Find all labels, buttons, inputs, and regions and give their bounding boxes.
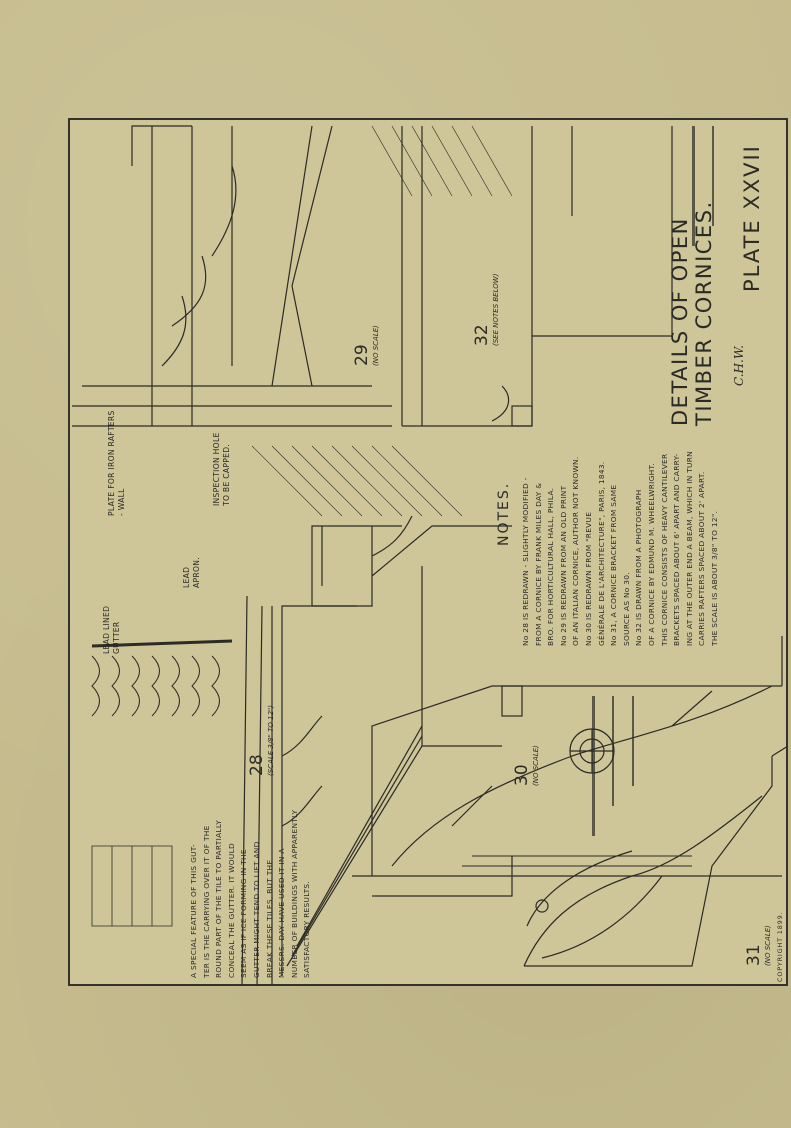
notes-heading: NOTES.	[496, 481, 512, 546]
notes-line: No 30 IS REDRAWN FROM "REVUE	[583, 511, 593, 646]
stipple-masonry	[592, 126, 714, 836]
notes-line: THIS CORNICE CONSISTS OF HEAVY CANTILEVE…	[659, 453, 669, 646]
notes-line: OF AN ITALIAN CORNICE, AUTHOR NOT KNOWN.	[571, 456, 581, 646]
callout-line: TO BE CAPPED.	[222, 443, 231, 506]
figure-scale: (NO SCALE)	[764, 925, 772, 966]
callout-line: INSPECTION HOLE	[212, 432, 221, 506]
notes-line: SOURCE AS No 30.	[621, 572, 631, 646]
lead-apron-callout: LEAD APRON.	[182, 557, 202, 588]
figure-number: 31	[744, 944, 764, 966]
plate-rafters-callout: PLATE FOR IRON RAFTERS - WALL	[107, 410, 127, 516]
plate-number: PLATE XXVII	[740, 144, 764, 292]
plate-frame: A SPECIAL FEATURE OF THIS GUT- TER IS TH…	[68, 118, 788, 986]
figure-29-label: 29 (NO SCALE)	[352, 325, 380, 366]
figure-scale: (NO SCALE)	[372, 325, 380, 366]
figure-28-bracket-drawing	[312, 515, 512, 607]
callout-line: - WALL	[117, 488, 126, 516]
gutter-note-line: BREAK THESE TILES, BUT THE	[264, 859, 274, 978]
notes-line: No 32 IS DRAWN FROM A PHOTOGRAPH	[634, 489, 644, 646]
designer-monogram: C.H.W.	[732, 345, 746, 386]
hatched-wall-section	[251, 125, 513, 517]
callout-line: APRON.	[192, 557, 201, 588]
gutter-note-line: CONCEAL THE GUTTER. IT WOULD	[226, 842, 236, 978]
rotated-plate-content: A SPECIAL FEATURE OF THIS GUT- TER IS TH…	[72, 122, 788, 986]
gutter-note-line: A SPECIAL FEATURE OF THIS GUT-	[189, 844, 198, 978]
notes-line: CARRIES RAFTERS SPACED ABOUT 2' APART.	[697, 471, 707, 646]
cornice-drawings	[72, 125, 788, 986]
notes-line: BRO. FOR HORTICULTURAL HALL, PHILA.	[546, 487, 556, 646]
inspection-hole-callout: INSPECTION HOLE TO BE CAPPED.	[212, 432, 232, 506]
notes-line: GÉNÉRALE DE L'ARCHITECTURE", PARIS, 1843…	[596, 461, 606, 646]
plate-title-line: DETAILS OF OPEN	[668, 217, 692, 426]
gutter-note-line: SEEM AS IF ICE FORMING IN THE	[239, 849, 249, 978]
figure-number: 29	[352, 344, 372, 366]
callout-line: PLATE FOR IRON RAFTERS	[107, 410, 116, 516]
plate-title: DETAILS OF OPEN TIMBER CORNICES.	[668, 200, 716, 426]
notes-line: ING AT THE OUTER END A BEAM, WHICH IN TU…	[684, 451, 694, 646]
notes-line: No 31, A CORNICE BRACKET FROM SAME	[609, 484, 619, 646]
notes-line: FROM A CORNICE BY FRANK MILES DAY &	[533, 482, 543, 646]
figure-30-bracket-drawing	[352, 636, 783, 897]
callout-line: LEAD LINED	[102, 605, 111, 654]
notes-line: BRACKETS SPACED ABOUT 6' APART AND CARRY…	[672, 453, 682, 647]
figure-32-label: 32 (SEE NOTES BELOW)	[472, 274, 500, 346]
gutter-feature-note: A SPECIAL FEATURE OF THIS GUT- TER IS TH…	[188, 810, 314, 978]
notes-line: No 29 IS REDRAWN FROM AN OLD PRINT	[558, 485, 568, 646]
notes-line: THE SCALE IS ABOUT 3/8" TO 12".	[709, 510, 719, 646]
gutter-note-line: NUMBER OF BUILDINGS WITH APPARENTLY	[289, 809, 299, 978]
gutter-note-line: ROUND PART OF THE TILE TO PARTIALLY	[214, 819, 224, 978]
gutter-note-line: GUTTER MIGHT TEND TO LIFT AND	[251, 841, 261, 978]
notes-line: OF A CORNICE BY EDMUND M. WHEELWRIGHT.	[646, 462, 656, 646]
callout-line: GUTTER	[112, 621, 121, 654]
notes-line: No 28 IS REDRAWN - SLIGHTLY MODIFIED -	[521, 477, 530, 646]
roof-tiles-drawing	[91, 639, 233, 717]
figure-28-cornice-drawing	[91, 525, 502, 986]
figure-29-cornice-drawing	[72, 125, 392, 427]
figure-30-label: 30 (NO SCALE)	[512, 745, 540, 786]
lead-lined-gutter-callout: LEAD LINED GUTTER	[102, 606, 122, 654]
figure-32-cornice-drawing	[401, 126, 673, 427]
copyright-text: COPYRIGHT 1899.	[776, 911, 784, 982]
gutter-note-line: TER IS THE CARRYING OVER IT OF THE	[201, 825, 211, 978]
gutter-note-line: SATISFACTORY RESULTS.	[302, 880, 312, 978]
figure-number: 32	[472, 324, 492, 346]
notes-body: No 28 IS REDRAWN - SLIGHTLY MODIFIED - F…	[520, 451, 722, 646]
figure-number: 28	[247, 754, 267, 776]
figure-31-label: 31 (NO SCALE)	[744, 925, 772, 966]
gutter-note-line: MESSRS. DAY HAVE USED IT IN A	[277, 848, 287, 978]
figure-scale: (NO SCALE)	[532, 745, 540, 786]
figure-scale: (SCALE 3/8" TO 12")	[267, 705, 275, 776]
figure-28-label: 28 (SCALE 3/8" TO 12")	[247, 705, 275, 776]
figure-number: 30	[512, 764, 532, 786]
plate-title-line: TIMBER CORNICES.	[692, 200, 716, 426]
figure-scale: (SEE NOTES BELOW)	[492, 273, 500, 346]
callout-line: LEAD	[182, 566, 191, 588]
